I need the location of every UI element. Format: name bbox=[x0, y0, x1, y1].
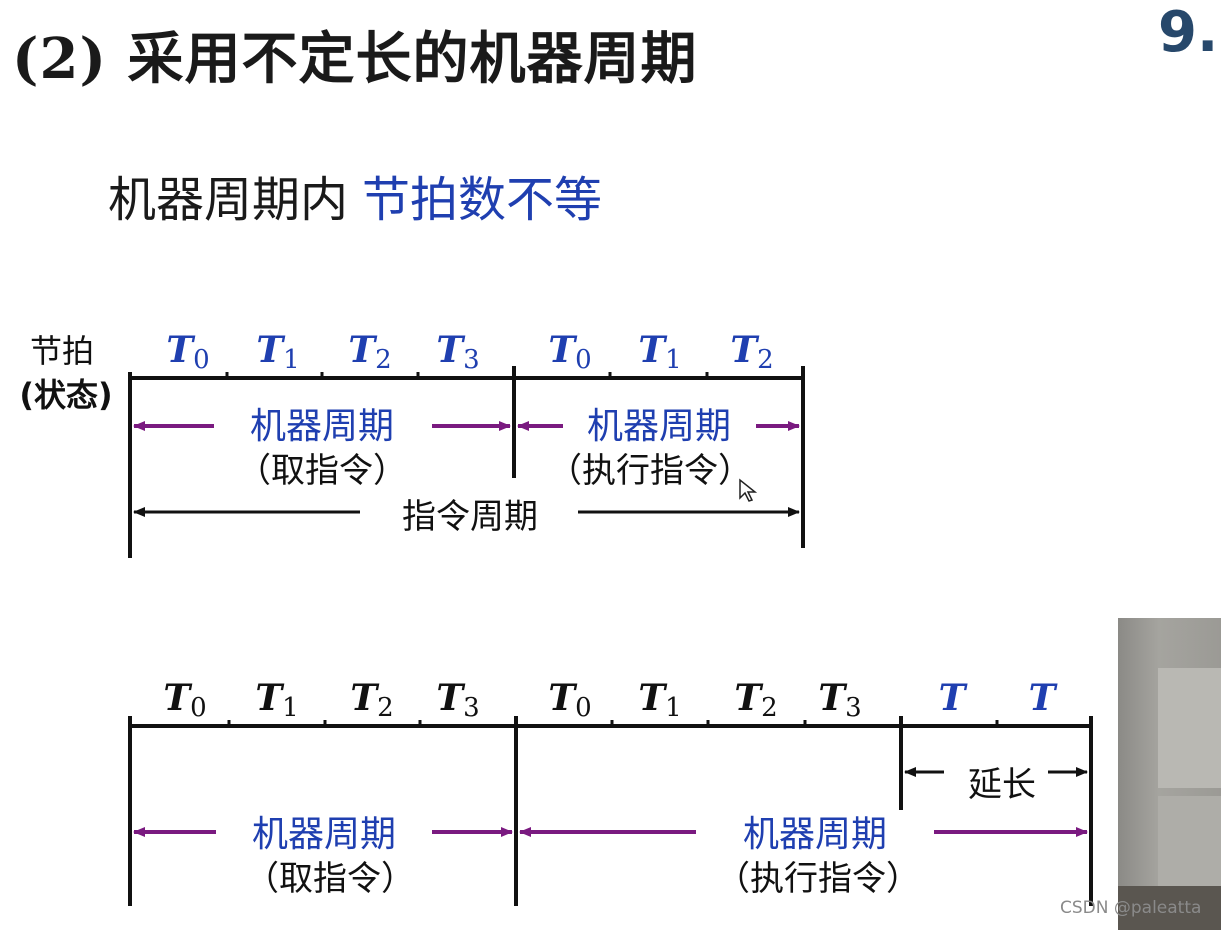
d1-beat-2: T2 bbox=[348, 329, 391, 375]
page-title: (2) 采用不定长的机器周期 bbox=[12, 26, 698, 92]
subtitle: 机器周期内节拍数不等 bbox=[108, 160, 602, 230]
wall-panel bbox=[1158, 796, 1221, 886]
cycle1-label: 机器周期 bbox=[250, 406, 394, 447]
cycle2-label: 机器周期 bbox=[587, 406, 731, 447]
d2-beat-2: T2 bbox=[350, 677, 393, 723]
beat-labels-1: T0 T1 T2 T3 T0 T1 T2 bbox=[166, 329, 773, 375]
tick-marks-1 bbox=[225, 372, 709, 378]
beat-labels-2: T0 T1 T2 T3 T0 T1 T2 T3 T T bbox=[163, 677, 1057, 723]
d2-beat-5: T1 bbox=[638, 677, 681, 723]
diagram-2: T0 T1 T2 T3 T0 T1 T2 T3 T T 延长 机器周期 （取指令） 机器周期 （执… bbox=[128, 677, 1093, 906]
side-label-line1: 节拍 bbox=[30, 332, 94, 370]
cycle1-sublabel: （取指令） bbox=[237, 451, 407, 491]
extend-label: 延长 bbox=[968, 765, 1036, 805]
d2-beat-4: T0 bbox=[548, 677, 591, 723]
video-overlay bbox=[1118, 618, 1221, 930]
cycle2-sublabel-2: （执行指令） bbox=[716, 859, 920, 899]
wall-panel bbox=[1158, 668, 1221, 788]
cycle2-label-2: 机器周期 bbox=[743, 814, 887, 855]
d2-beat-0: T0 bbox=[163, 677, 206, 723]
d1-beat-6: T2 bbox=[730, 329, 773, 375]
cycle1-sublabel-2: （取指令） bbox=[245, 859, 415, 899]
d2-beat-7: T3 bbox=[818, 677, 861, 723]
cycle1-label-2: 机器周期 bbox=[252, 814, 396, 855]
d1-beat-4: T0 bbox=[548, 329, 591, 375]
instruction-cycle-label: 指令周期 bbox=[402, 497, 538, 537]
d2-beat-8: T bbox=[939, 677, 968, 719]
slide-number: 9. bbox=[1158, 0, 1219, 65]
subtitle-highlight: 节拍数不等 bbox=[362, 172, 603, 228]
d1-beat-0: T0 bbox=[166, 329, 209, 375]
mouse-cursor-icon bbox=[739, 478, 758, 502]
d2-beat-6: T2 bbox=[734, 677, 777, 723]
cycle2-sublabel: （执行指令） bbox=[548, 451, 752, 491]
d1-beat-5: T1 bbox=[638, 329, 681, 375]
d2-beat-3: T3 bbox=[436, 677, 479, 723]
d2-beat-1: T1 bbox=[255, 677, 298, 723]
d2-beat-9: T bbox=[1029, 677, 1058, 719]
watermark: CSDN @paleatta bbox=[1060, 898, 1202, 918]
subtitle-prefix: 机器周期内 bbox=[108, 172, 349, 228]
d1-beat-1: T1 bbox=[256, 329, 299, 375]
tick-marks-2 bbox=[227, 720, 999, 726]
diagram-1: 节拍 (状态) T0 T1 T2 T3 T0 T1 T2 机器周期 （取指令） 机器周期 （… bbox=[19, 329, 805, 558]
side-label-line2: (状态) bbox=[19, 376, 112, 414]
d1-beat-3: T3 bbox=[436, 329, 479, 375]
floor bbox=[1118, 886, 1221, 930]
